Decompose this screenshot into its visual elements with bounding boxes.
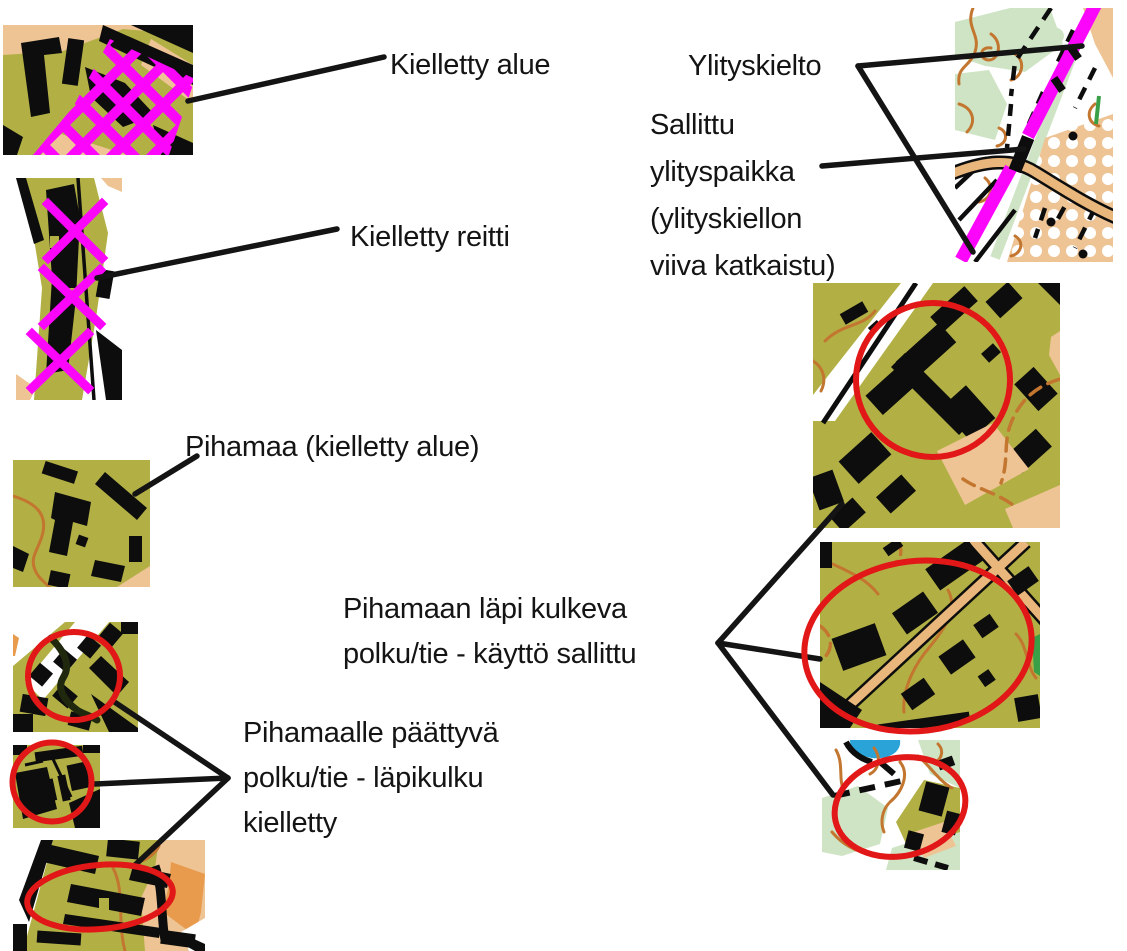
label-line: Pihamaalle päättyvä [243,717,499,749]
label-line: ylityspaikka [650,156,795,188]
map-excerpt-forbidden-area [3,25,193,155]
label-line: Pihamaan läpi kulkeva [343,593,627,625]
label-crossing-ban: Ylityskielto [688,50,822,82]
label-line: kielletty [243,807,337,839]
map-excerpt-path-through-yard-2 [820,542,1040,728]
map-excerpt-path-ending-1 [13,622,138,732]
map-excerpt-forbidden-route [16,178,122,400]
label-line: polku/tie - käyttö sallittu [343,638,637,670]
forbidden-route-x-marks [25,197,109,395]
label-line: polku/tie - läpikulku [243,762,484,794]
label-line: viiva katkaistu) [650,250,836,282]
label-allowed-crossing: Sallittu ylityspaikka (ylityskiellon vii… [650,102,836,290]
forbidden-area-hatching [33,39,193,155]
map-excerpt-path-through-yard-1 [813,283,1060,528]
label-path-through-yard: Pihamaan läpi kulkeva polku/tie - käyttö… [343,587,637,677]
label-forbidden-route: Kielletty reitti [350,221,510,253]
label-path-ending-at-yard: Pihamaalle päättyvä polku/tie - läpikulk… [243,711,499,846]
map-excerpt-path-through-yard-3 [822,740,960,870]
label-line: (ylityskiellon [650,203,803,235]
buildings [13,461,147,587]
label-line: Sallittu [650,109,735,141]
map-excerpt-crossing-ban [955,8,1113,262]
label-forbidden-area: Kielletty alue [390,49,551,81]
label-yard: Pihamaa (kielletty alue) [185,431,480,463]
map-excerpt-yard [13,460,150,587]
map-excerpt-path-ending-3 [13,840,205,951]
map-excerpt-path-ending-2 [13,745,100,828]
